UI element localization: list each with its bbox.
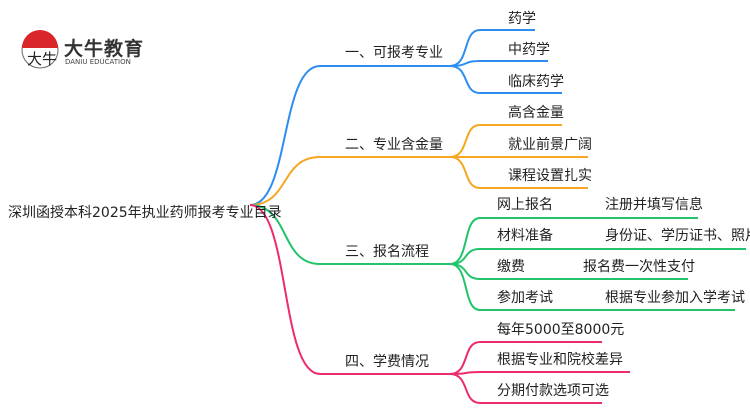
branch-4-child: 根据专业和院校差异 — [497, 352, 623, 368]
branch-1-label: 一、可报考专业 — [345, 45, 443, 61]
branch-3-detail: 报名费一次性支付 — [583, 259, 695, 275]
branch-1-child: 药学 — [508, 11, 536, 27]
branch-3-detail: 根据专业参加入学考试 — [605, 290, 745, 306]
branch-2-label: 二、专业含金量 — [345, 137, 443, 153]
logo-subtitle: DANIU EDUCATION — [65, 58, 131, 66]
branch-3-label: 三、报名流程 — [345, 244, 429, 260]
branch-2-child: 高含金量 — [508, 105, 564, 121]
branch-4-label: 四、学费情况 — [345, 354, 429, 370]
branch-4-child: 每年5000至8000元 — [497, 322, 625, 338]
branch-3-child: 参加考试 — [497, 290, 553, 306]
logo-name: 大牛教育 — [64, 38, 145, 60]
logo-mark-icon: 大牛 — [21, 30, 59, 69]
branch-4-child: 分期付款选项可选 — [497, 383, 609, 399]
branch-3-connectors — [249, 204, 746, 311]
branch-2-child: 就业前景广阔 — [508, 137, 592, 153]
branch-3-detail: 注册并填写信息 — [605, 197, 703, 213]
svg-text:大牛: 大牛 — [27, 50, 57, 68]
branch-2-connectors — [249, 124, 588, 206]
branch-1-child: 中药学 — [508, 42, 550, 58]
branch-3-detail: 身份证、学历证书、照片 — [605, 228, 750, 244]
branch-1-connectors — [249, 29, 562, 206]
branch-2-child: 课程设置扎实 — [508, 168, 592, 184]
branch-3-child: 缴费 — [497, 259, 525, 275]
branch-4-connectors — [249, 204, 630, 404]
root-node: 深圳函授本科2025年执业药师报考专业目录 — [8, 205, 282, 221]
branch-1-child: 临床药学 — [508, 74, 564, 90]
branch-3-child: 网上报名 — [497, 197, 553, 213]
branch-3-child: 材料准备 — [497, 228, 553, 244]
